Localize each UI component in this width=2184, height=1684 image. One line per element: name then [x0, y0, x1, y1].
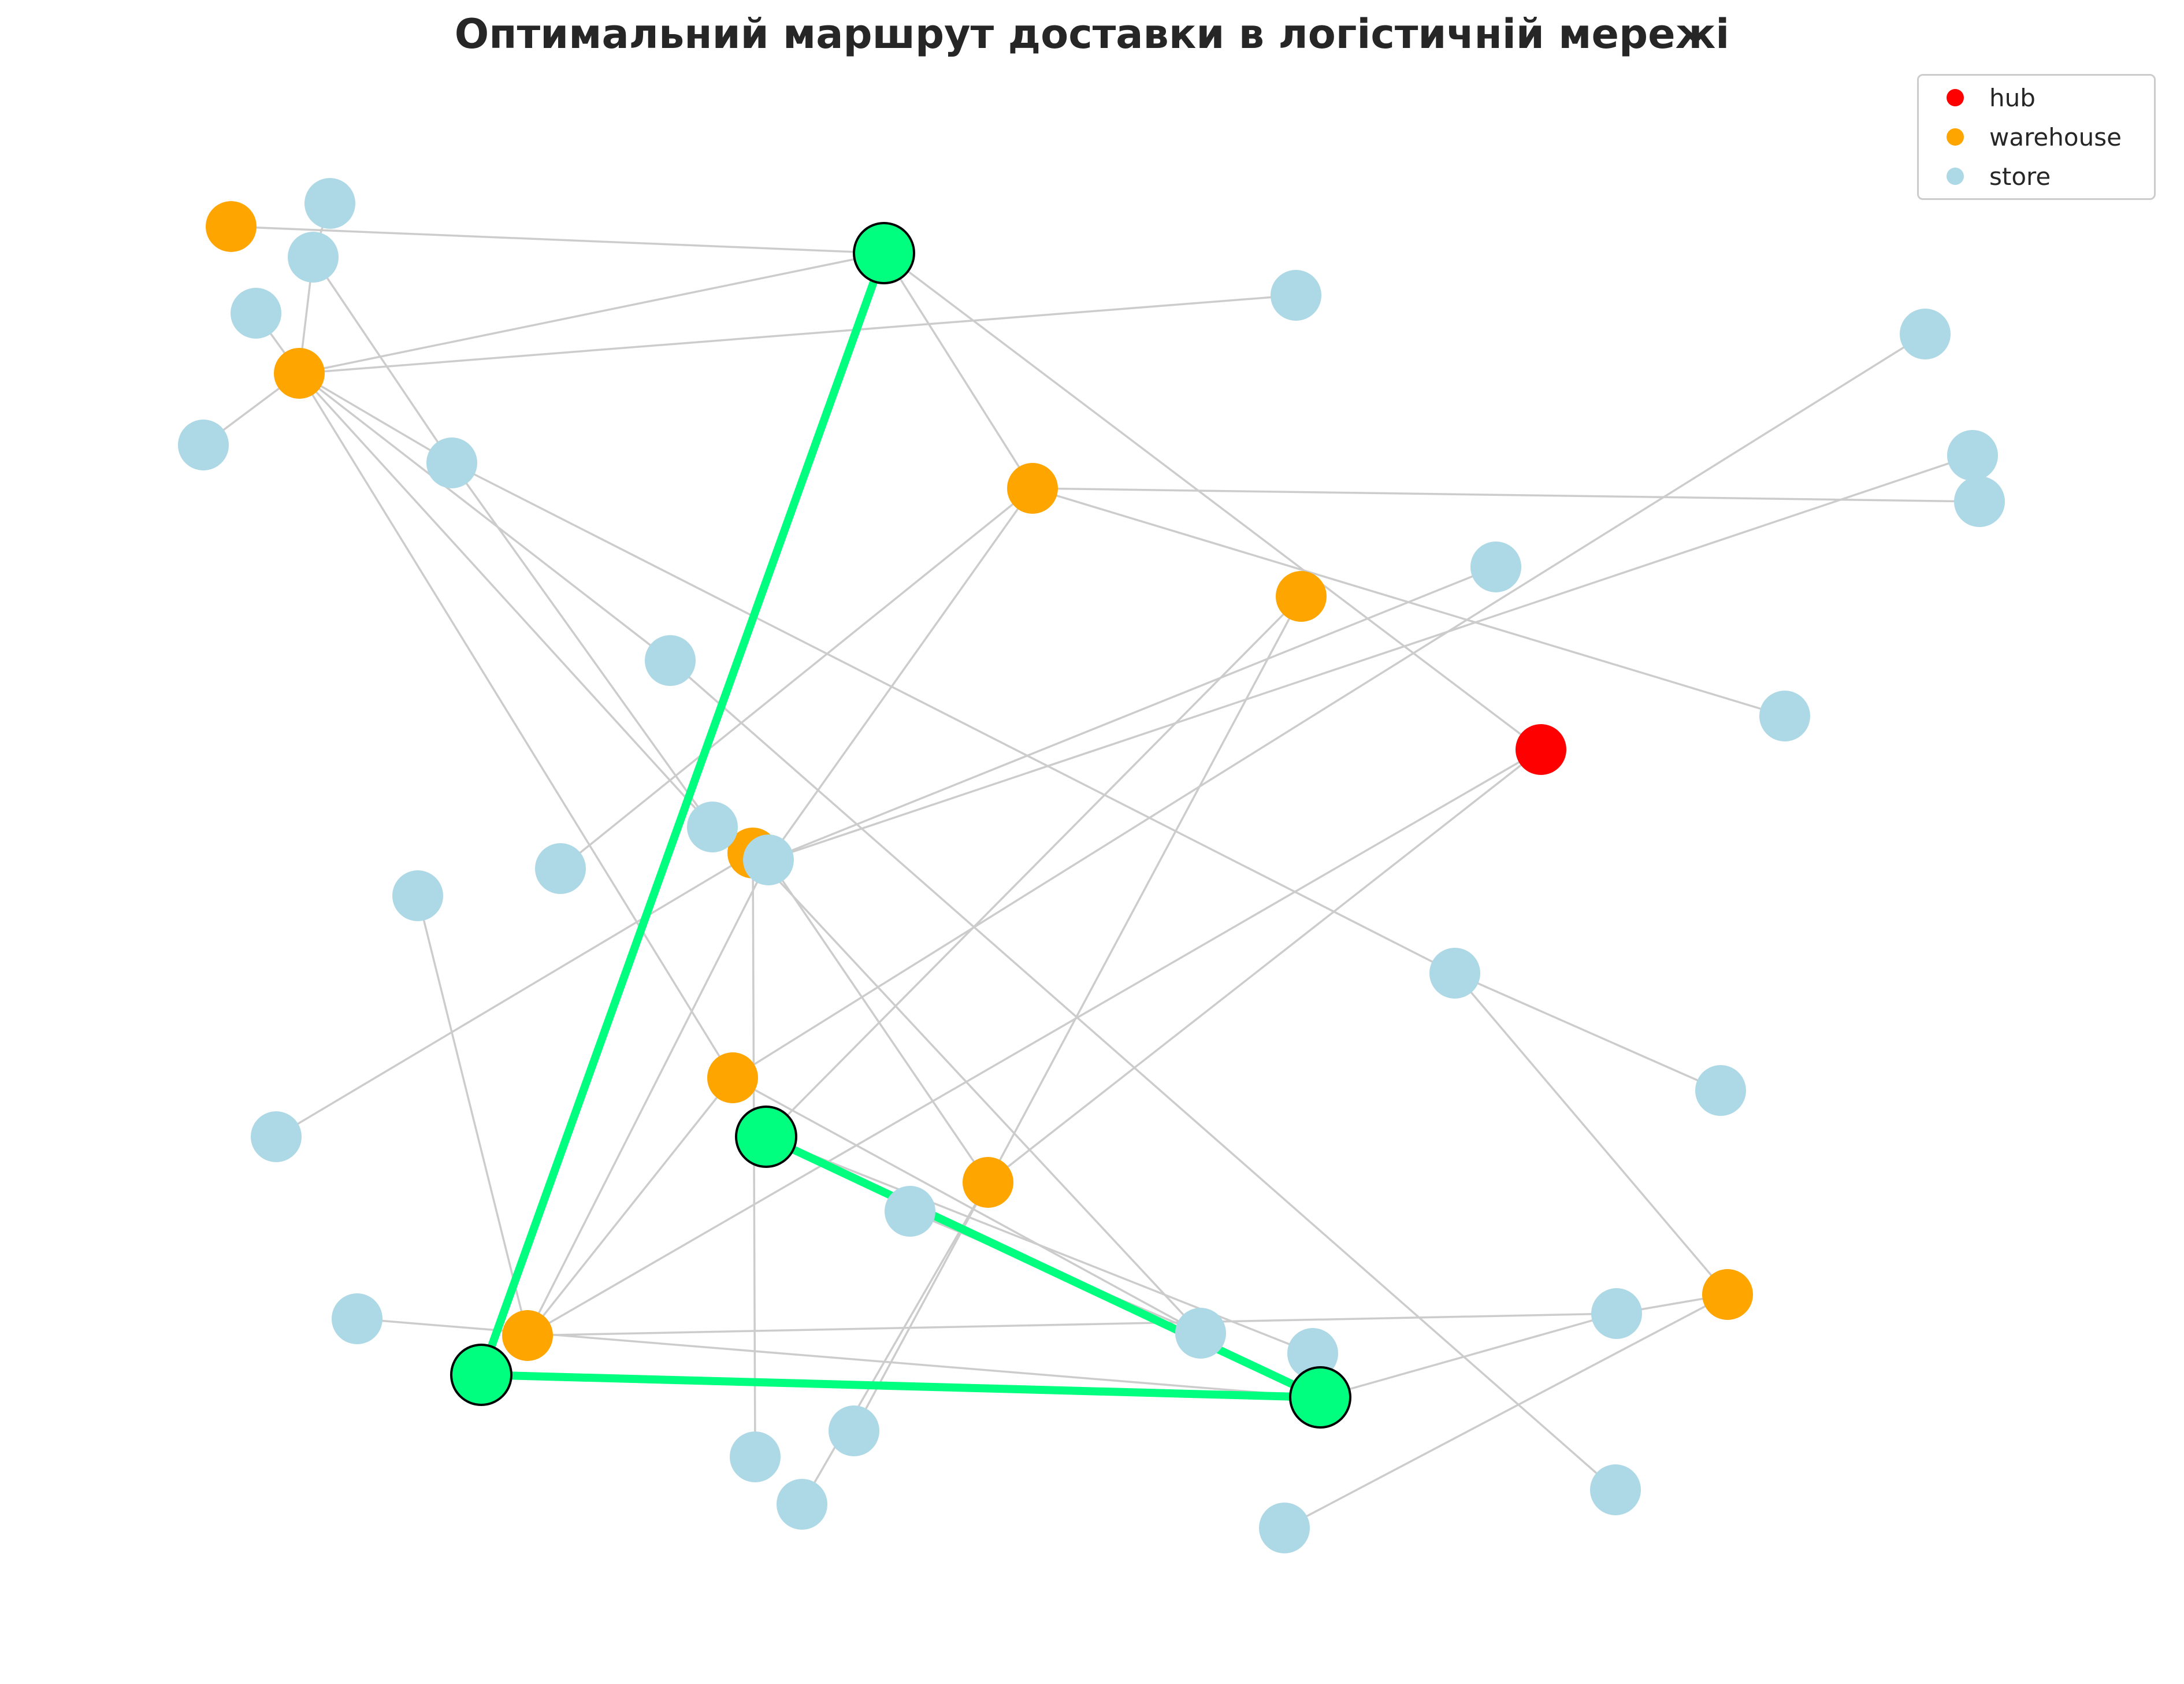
store-node	[1271, 270, 1321, 321]
store-node	[392, 870, 443, 921]
store-node	[1591, 1288, 1642, 1339]
network-edge	[451, 462, 1455, 974]
network-edge	[801, 1182, 989, 1505]
store-node	[535, 843, 586, 894]
legend-marker-warehouse	[1947, 128, 1964, 146]
legend-label: hub	[1989, 83, 2036, 112]
network-edge	[299, 252, 885, 374]
network-edge	[732, 1077, 1201, 1334]
store-node	[730, 1431, 781, 1482]
legend: hub warehouse store	[1917, 74, 2156, 200]
network-edge	[298, 373, 734, 1078]
network-edge	[768, 566, 1496, 861]
warehouse-node	[206, 201, 257, 252]
store-node	[1175, 1308, 1226, 1359]
legend-item-hub: hub	[1919, 80, 2036, 115]
network-edge	[527, 1312, 1617, 1337]
hub-node	[1516, 724, 1566, 775]
route-segment	[477, 249, 888, 1379]
store-node	[288, 232, 339, 283]
legend-marker-store	[1947, 168, 1964, 185]
store-node	[251, 1111, 302, 1162]
warehouse-node	[1276, 571, 1327, 622]
store-node	[1954, 476, 2005, 527]
warehouse-node	[502, 1310, 553, 1361]
network-edge	[767, 487, 1034, 861]
network-edge	[1320, 1312, 1617, 1399]
network-edge	[1454, 972, 1729, 1296]
legend-item-store: store	[1919, 159, 2051, 194]
store-node	[1259, 1503, 1310, 1553]
store-node	[1695, 1065, 1746, 1116]
legend-label: warehouse	[1989, 123, 2122, 151]
legend-marker-hub	[1947, 89, 1964, 106]
network-edge	[768, 454, 1973, 861]
store-node	[687, 802, 738, 852]
warehouse-node	[1007, 463, 1058, 514]
network-edge	[732, 333, 1926, 1079]
store-node	[1429, 948, 1480, 999]
network-edge	[299, 372, 452, 464]
network-edge	[987, 596, 1302, 1183]
store-node	[178, 420, 229, 470]
network-edge	[559, 487, 1034, 870]
network-edge	[765, 595, 1302, 1138]
network-edge	[883, 253, 1034, 489]
network-edge	[987, 748, 1542, 1184]
store-node	[1470, 541, 1521, 592]
network-edge	[1284, 1293, 1728, 1529]
store-node	[332, 1293, 382, 1344]
network-edge	[298, 372, 671, 662]
network-edge	[299, 294, 1297, 374]
network-edge	[298, 372, 714, 828]
route-node	[853, 222, 915, 284]
route-segment	[477, 1371, 1324, 1401]
chart-title: Оптимальний маршрут доставки в логістичн…	[454, 10, 1730, 58]
legend-label: store	[1989, 162, 2051, 191]
route-node	[1289, 1366, 1351, 1429]
network-edge	[312, 257, 453, 463]
store-node	[1759, 691, 1810, 741]
store-node	[426, 437, 477, 488]
route-segment	[762, 1133, 1324, 1401]
network-edge	[451, 462, 714, 828]
store-node	[1590, 1464, 1641, 1515]
edge-layer	[202, 203, 1980, 1529]
network-edge	[1454, 972, 1721, 1092]
warehouse-node	[963, 1157, 1013, 1208]
node-layer	[178, 178, 2005, 1553]
store-node	[885, 1186, 935, 1237]
network-edge	[1032, 487, 1980, 503]
route-node	[450, 1344, 512, 1406]
warehouse-node	[274, 348, 325, 399]
store-node	[743, 834, 794, 885]
network-edge	[669, 659, 1617, 1491]
network-edge	[766, 1136, 1313, 1355]
route-node	[735, 1106, 797, 1168]
store-node	[1287, 1328, 1338, 1379]
network-edge	[231, 225, 885, 254]
warehouse-node	[707, 1052, 758, 1103]
store-node	[231, 288, 281, 339]
route-layer	[477, 249, 1324, 1401]
network-edge	[527, 748, 1542, 1337]
network-edge	[417, 895, 529, 1336]
store-node	[1900, 309, 1951, 359]
legend-item-warehouse: warehouse	[1919, 120, 2122, 154]
store-node	[1947, 430, 1998, 481]
network-edge	[526, 1077, 734, 1337]
warehouse-node	[1702, 1269, 1753, 1320]
store-node	[645, 635, 696, 686]
network-edge	[276, 852, 753, 1138]
store-node	[777, 1479, 827, 1530]
network-edge	[752, 852, 1202, 1334]
network-edge	[767, 859, 989, 1183]
store-node	[304, 178, 355, 229]
network-edge	[883, 252, 1542, 751]
store-node	[829, 1405, 879, 1456]
network-edge	[526, 859, 770, 1336]
